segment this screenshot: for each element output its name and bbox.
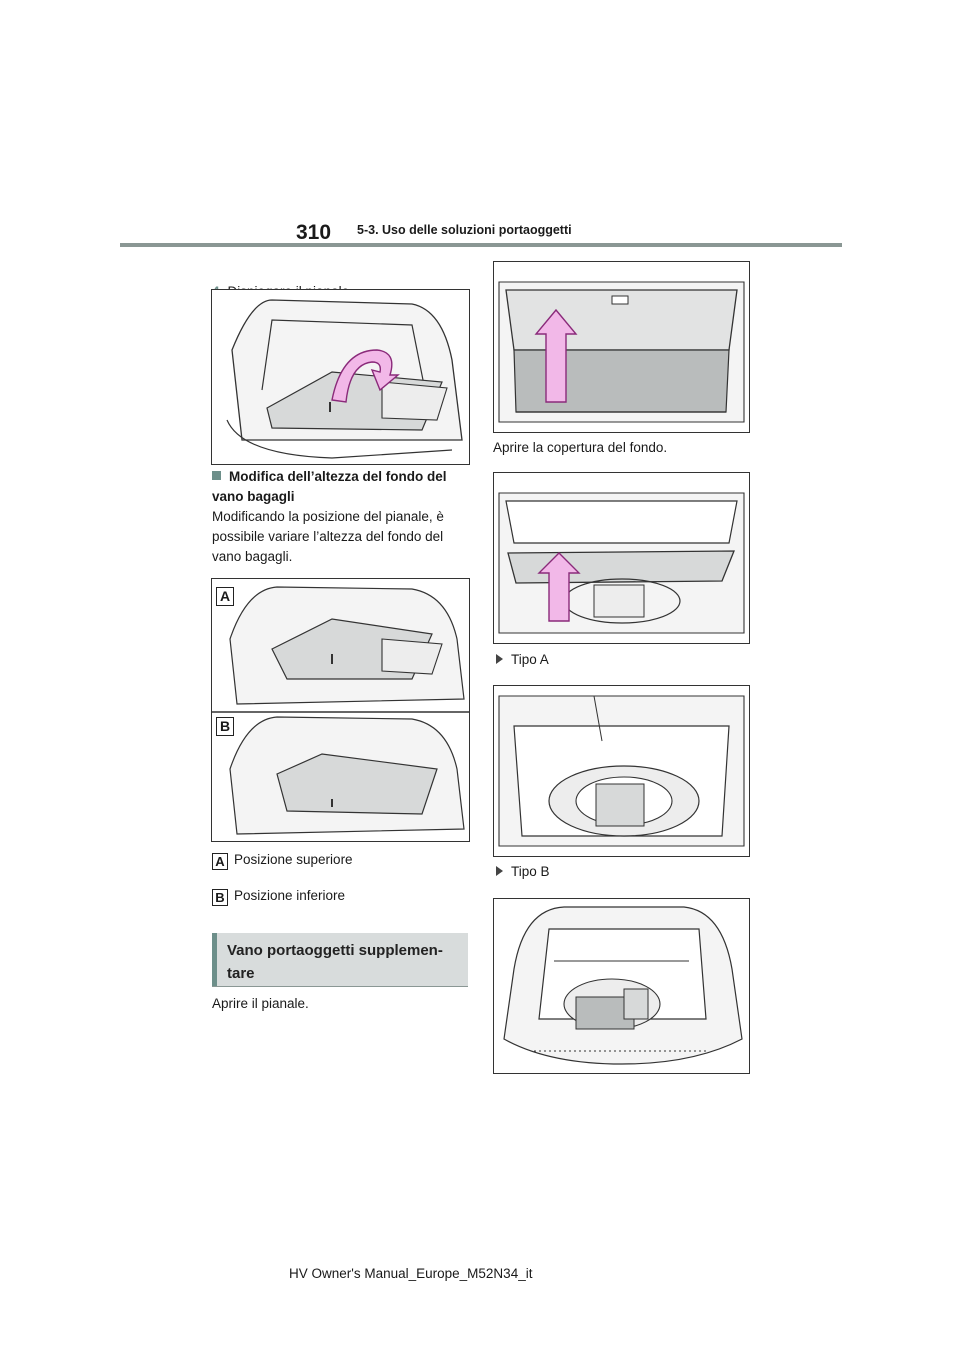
section-title: 5-3. Uso delle soluzioni portaoggetti <box>357 223 572 237</box>
illustration-unfold-deck-board <box>226 299 463 459</box>
figure-open-cover <box>493 472 750 644</box>
legend-label-a: A <box>212 853 228 870</box>
illustration-floor-positions <box>212 586 469 835</box>
legend-item-a: A Posizione superiore <box>212 852 353 870</box>
sidebox-title: Vano portaoggetti supplemen-tare <box>227 942 443 982</box>
legend-text-b: Posizione inferiore <box>234 888 346 903</box>
bullet-tipo-a-text: Tipo A <box>511 652 549 667</box>
bullet-triangle-icon <box>496 866 503 876</box>
paragraph: Modificando la posizione del pianale, è … <box>212 509 444 564</box>
subheading-square-icon <box>212 471 221 480</box>
header-divider <box>120 243 842 247</box>
sidebox-divider <box>212 986 468 987</box>
illustration-open-cover <box>498 492 745 634</box>
label-b: B <box>216 717 234 736</box>
caption-open-cover: Aprire la copertura del fondo. <box>493 440 668 455</box>
illustration-open-board <box>498 281 745 423</box>
figure-tipo-a <box>493 685 750 857</box>
footer-manual-id: HV Owner's Manual_Europe_M52N34_it <box>289 1266 533 1281</box>
illustration-tipo-a <box>498 695 745 847</box>
figure-tipo-b <box>493 898 750 1074</box>
sidebox-heading: Vano portaoggetti supplemen-tare <box>212 933 468 987</box>
subheading-text: Modifica dell’altezza del fondo del vano… <box>212 469 447 504</box>
subheading: Modifica dell’altezza del fondo del vano… <box>212 467 470 507</box>
page-number: 310 <box>296 221 332 244</box>
label-a: A <box>216 587 234 606</box>
bullet-tipo-b: Tipo B <box>496 864 550 879</box>
bullet-tipo-a: Tipo A <box>496 652 549 667</box>
legend-text-a: Posizione superiore <box>234 852 353 867</box>
legend-item-b: B Posizione inferiore <box>212 888 345 906</box>
figure-floor-positions: A B <box>211 578 470 842</box>
legend-label-b: B <box>212 889 228 906</box>
bullet-tipo-b-text: Tipo B <box>511 864 550 879</box>
figure-open-board <box>493 261 750 433</box>
bullet-triangle-icon <box>496 654 503 664</box>
closing-text: Aprire il pianale. <box>212 996 309 1011</box>
figure-unfold-deck-board <box>211 289 470 465</box>
illustration-tipo-b <box>503 906 743 1065</box>
